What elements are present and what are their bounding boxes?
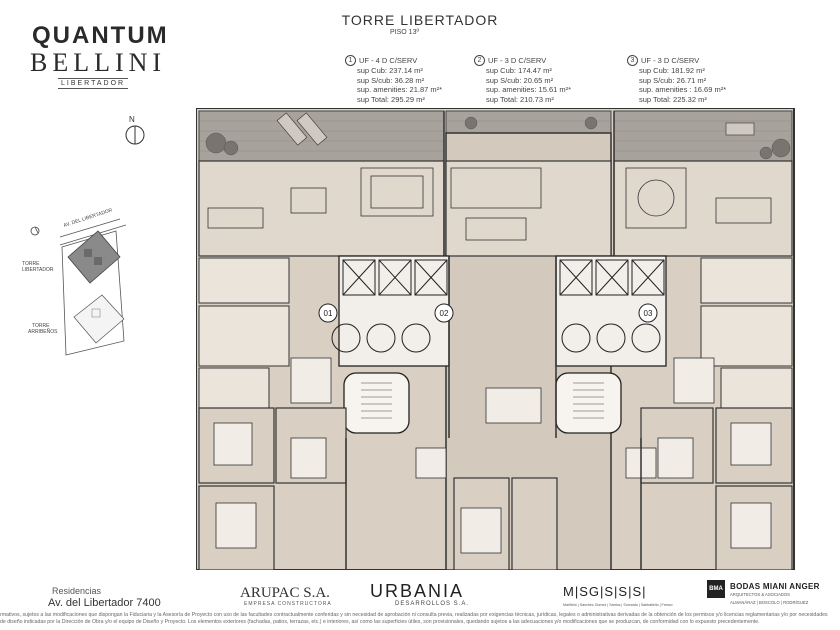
- arupac-subtitle: EMPRESA CONSTRUCTORA: [244, 601, 332, 607]
- svg-text:03: 03: [644, 309, 653, 318]
- tower-arribenos-footprint: [73, 294, 125, 344]
- unit-area-row: sup. amenities: 21.87 m²*: [357, 85, 443, 94]
- urbania-subtitle: DESARROLLOS S.A.: [395, 601, 470, 607]
- living-unit-3: [613, 160, 793, 257]
- unit-number-badge: 2: [474, 55, 485, 66]
- brand-logo-bellini: BELLINI: [30, 48, 167, 77]
- unit-area-row: sup Cub: 181.92 m²: [639, 66, 705, 75]
- bma-title: BODAS MIANI ANGER: [730, 582, 820, 591]
- tower-libertador-label: TORRE: [22, 261, 40, 267]
- compass-north-label: N: [129, 115, 135, 124]
- svg-text:ARRIBEÑOS: ARRIBEÑOS: [28, 328, 58, 335]
- brand-logo-libertador: LIBERTADOR: [58, 78, 129, 89]
- unit-area-row: sup Total: 225.32 m²: [639, 94, 707, 104]
- svg-text:01: 01: [324, 309, 333, 318]
- bma-logo-icon: BMA: [707, 580, 725, 598]
- core-left: [338, 255, 450, 367]
- unit-title: UF - 3 D C/SERV: [488, 55, 547, 65]
- living-unit-2: [445, 160, 612, 257]
- floor-label: PISO 13º: [390, 29, 420, 36]
- stair-right: [555, 372, 622, 434]
- footer-address: Av. del Libertador 7400: [48, 597, 161, 609]
- unit-area-row: sup Total: 295.29 m²: [357, 94, 425, 104]
- site-compass-icon: [30, 226, 40, 236]
- brand-logo-quantum: QUANTUM: [32, 22, 169, 49]
- kitchen-unit-1: [198, 257, 290, 304]
- unit-marker-02: 02: [434, 303, 454, 323]
- kitchen-unit-3: [700, 257, 793, 304]
- site-plan: AV. DEL LIBERTADOR TORRE LIBERTADOR TORR…: [22, 207, 127, 356]
- unit-area-row: sup. amenities : 16.69 m²*: [639, 85, 727, 94]
- unit-marker-03: 03: [638, 303, 658, 323]
- svg-text:02: 02: [440, 309, 449, 318]
- unit-area-row: sup Cub: 174.47 m²: [486, 66, 552, 75]
- unit-area-row: sup S/cub: 26.71 m²: [639, 75, 707, 85]
- unit-number-badge: 3: [627, 55, 638, 66]
- stair-left: [343, 372, 410, 434]
- bma-subtitle: ARQUITECTOS & ASOCIADOS: [730, 592, 790, 597]
- street-label: AV. DEL LIBERTADOR: [63, 207, 114, 229]
- tower-arribenos-label: TORRE: [32, 323, 50, 329]
- unit-area-row: sup S/cub: 36.28 m²: [357, 75, 425, 85]
- arupac-logo: ARUPAC S.A.: [240, 585, 330, 601]
- bma-partners: ALMANÁRAZ | BOSCOLO | RODRÍGUEZ: [730, 600, 809, 605]
- page-title: TORRE LIBERTADOR: [341, 12, 499, 28]
- unit-title: UF - 3 D C/SERV: [641, 55, 700, 65]
- unit-marker-01: 01: [318, 303, 338, 323]
- floor-plan: 01 02 03: [196, 108, 795, 570]
- legal-disclaimer: rmativos, sujetos a las modificaciones q…: [0, 612, 828, 625]
- unit-area-row: sup S/cub: 20.65 m²: [486, 75, 554, 85]
- unit-area-row: sup. amenities: 15.61 m²*: [486, 85, 572, 94]
- urbania-logo: URBANIA: [370, 581, 465, 601]
- svg-text:LIBERTADOR: LIBERTADOR: [22, 267, 54, 273]
- unit-area-row: sup Cub: 237.14 m²: [357, 66, 423, 75]
- msgsss-subtitle: Mariñelo | Sánchez Gómez | Santos | Sorc…: [563, 603, 673, 607]
- living-unit-1: [198, 160, 445, 257]
- unit-area-row: sup Total: 210.73 m²: [486, 94, 554, 104]
- msgsss-logo: M|SG|S|S|S|: [563, 584, 647, 599]
- unit-number-badge: 1: [345, 55, 356, 66]
- compass-icon: [125, 125, 145, 145]
- unit-title: UF - 4 D C/SERV: [359, 55, 418, 65]
- footer-residencias: Residencias: [52, 586, 102, 596]
